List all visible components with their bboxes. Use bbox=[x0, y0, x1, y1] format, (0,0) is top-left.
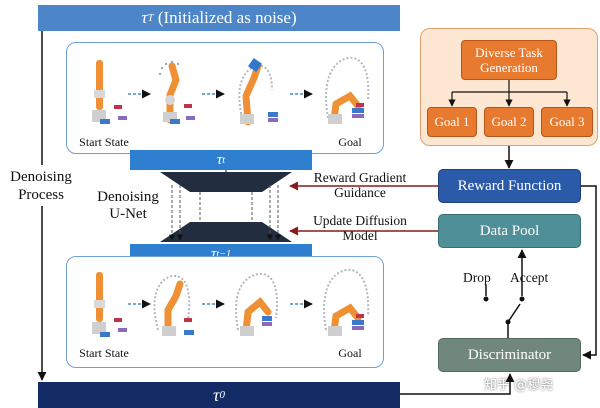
denoising-process-line1: Denoising bbox=[10, 169, 72, 185]
tau-T-text: (Initialized as noise) bbox=[157, 8, 297, 27]
denoising-process-line2: Process bbox=[18, 187, 64, 203]
reward-gradient-line2: Guidance bbox=[334, 185, 386, 200]
top-start-label: Start State bbox=[79, 135, 129, 149]
discriminator-box: Discriminator bbox=[438, 338, 581, 372]
switch-lever bbox=[507, 303, 521, 323]
tau-t1-sub: t−1 bbox=[216, 248, 231, 260]
unet-label: Denoising U-Net bbox=[88, 189, 168, 223]
reward-function-box: Reward Function bbox=[438, 169, 581, 203]
top-goal-label: Goal bbox=[338, 135, 362, 149]
denoising-process-label: Denoising Process bbox=[2, 168, 80, 204]
goal-3-box: Goal 3 bbox=[541, 107, 593, 137]
unet-top-trapezoid bbox=[160, 172, 292, 192]
update-model-label: Update Diffusion Model bbox=[296, 213, 424, 243]
tau-T-symbol: τ bbox=[141, 8, 148, 27]
drop-label: Drop bbox=[463, 270, 491, 285]
bottom-start-label: Start State bbox=[79, 346, 129, 360]
task-generation-line1: Diverse Task bbox=[475, 45, 543, 60]
unet-label-line2: U-Net bbox=[109, 206, 147, 222]
task-generation-box: Diverse Task Generation bbox=[461, 40, 557, 80]
tau-T-sub: T bbox=[147, 12, 154, 24]
update-model-line2: Model bbox=[342, 228, 378, 243]
tau-0-sub: 0 bbox=[219, 389, 225, 401]
tau-t-sub: t bbox=[222, 154, 226, 166]
reward-to-discriminator bbox=[581, 185, 597, 360]
task-generation-line2: Generation bbox=[480, 60, 538, 75]
reward-gradient-label: Reward Gradient Guidance bbox=[296, 170, 424, 200]
goal-2-box: Goal 2 bbox=[484, 107, 534, 137]
drop-node bbox=[483, 296, 489, 302]
bottom-goal-label: Goal bbox=[338, 346, 362, 360]
watermark: 知乎 @穆尧 bbox=[484, 378, 554, 393]
accept-node bbox=[519, 296, 525, 302]
tau-0-symbol: τ bbox=[213, 384, 220, 405]
goal-1-box: Goal 1 bbox=[427, 107, 477, 137]
unet-bottom-trapezoid bbox=[160, 222, 292, 242]
data-pool-box: Data Pool bbox=[438, 214, 581, 248]
reward-gradient-line1: Reward Gradient bbox=[313, 170, 407, 185]
accept-label: Accept bbox=[510, 270, 549, 285]
tau-t-symbol: τ bbox=[216, 151, 223, 168]
update-model-line1: Update Diffusion bbox=[313, 213, 407, 228]
tau-t1-symbol: τ bbox=[211, 245, 217, 262]
switch-node bbox=[505, 319, 511, 325]
unet-label-line1: Denoising bbox=[97, 189, 159, 205]
